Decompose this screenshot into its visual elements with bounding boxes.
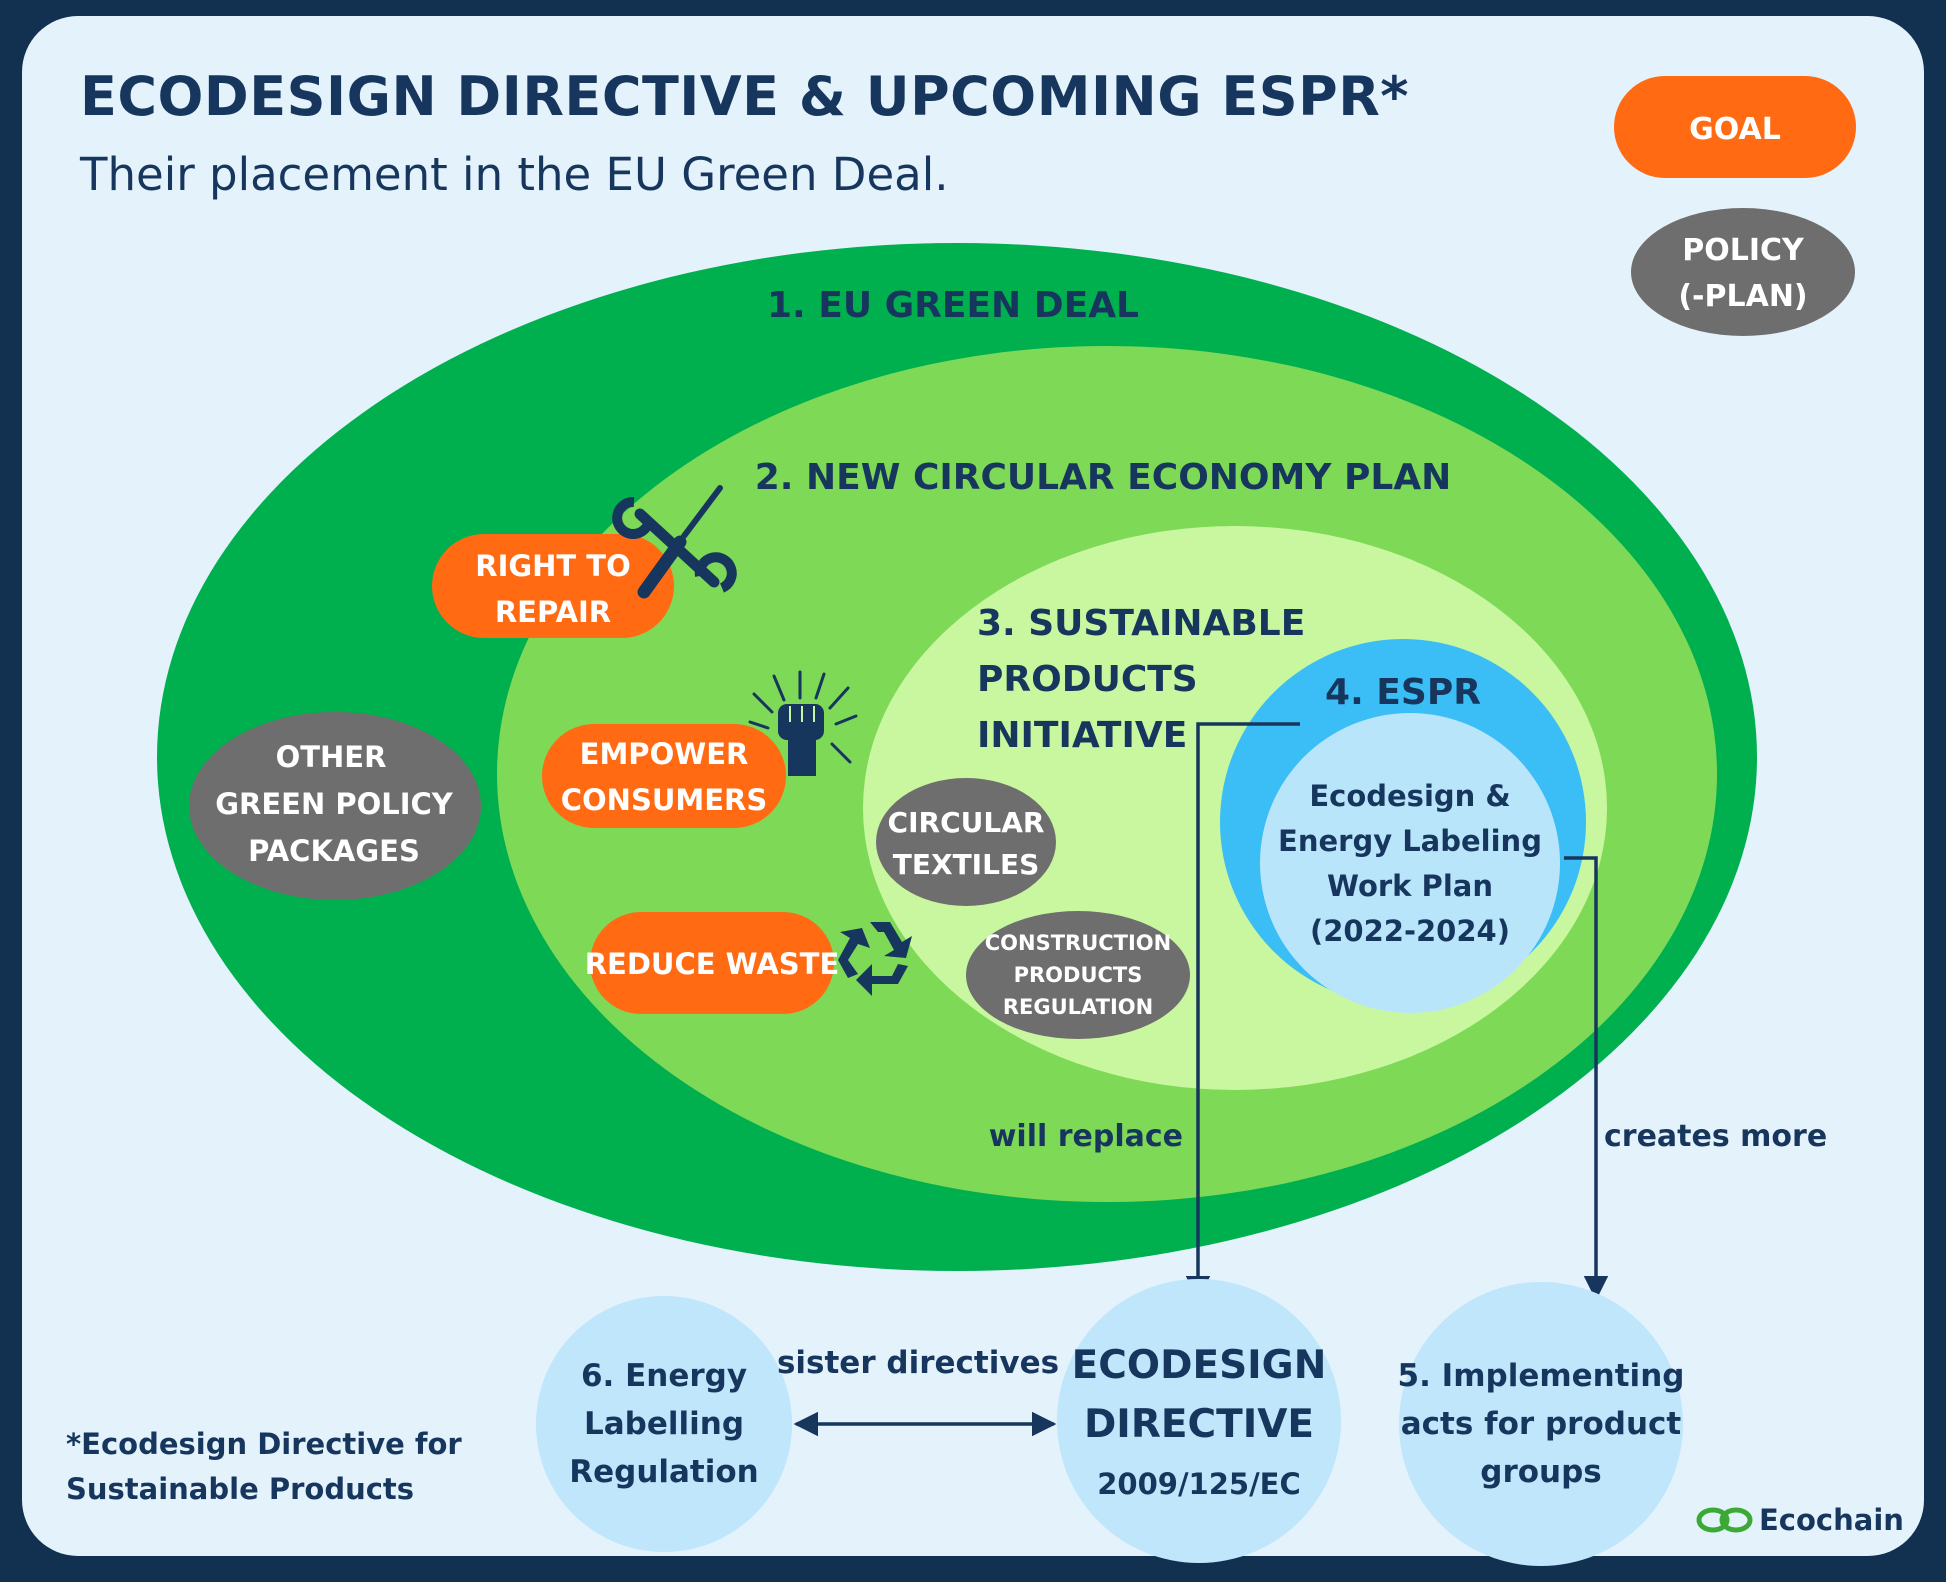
construction-line-2: PRODUCTS bbox=[1014, 963, 1143, 987]
legend-goal-label: GOAL bbox=[1689, 112, 1781, 147]
empower-line-2: CONSUMERS bbox=[561, 783, 768, 817]
energy-line-2: Labelling bbox=[584, 1406, 744, 1442]
recycle-icon bbox=[838, 922, 912, 996]
empower-consumers-goal: EMPOWER CONSUMERS bbox=[542, 724, 786, 828]
other-policy-line-3: PACKAGES bbox=[248, 834, 420, 868]
work-plan-line-2: Energy Labeling bbox=[1278, 824, 1542, 858]
spi-label-line-1: 3. SUSTAINABLE bbox=[977, 603, 1305, 644]
raised-fist-icon bbox=[748, 670, 858, 776]
work-plan-circle bbox=[1260, 713, 1560, 1013]
construction-line-1: CONSTRUCTION bbox=[985, 931, 1172, 955]
other-policy-line-2: GREEN POLICY bbox=[215, 787, 454, 821]
footnote-line-1: *Ecodesign Directive for bbox=[66, 1427, 462, 1461]
will-replace-label: will replace bbox=[989, 1119, 1183, 1154]
will-replace-arrow bbox=[1185, 722, 1300, 1301]
reduce-waste-goal: REDUCE WASTE bbox=[585, 912, 840, 1014]
footnote-line-2: Sustainable Products bbox=[66, 1472, 414, 1506]
other-green-policy-pill: OTHER GREEN POLICY PACKAGES bbox=[189, 712, 481, 900]
legend-policy-line-2: (-PLAN) bbox=[1678, 279, 1807, 314]
work-plan-line-3: Work Plan bbox=[1327, 869, 1493, 903]
work-plan-line-1: Ecodesign & bbox=[1309, 779, 1510, 813]
implementing-line-1: 5. Implementing bbox=[1398, 1358, 1685, 1394]
infinity-link-icon bbox=[1696, 1507, 1753, 1533]
spi-label-line-2: PRODUCTS bbox=[977, 659, 1198, 700]
right-to-repair-goal: RIGHT TO REPAIR bbox=[432, 534, 674, 638]
other-policy-line-1: OTHER bbox=[276, 740, 387, 774]
right-to-repair-line-2: REPAIR bbox=[495, 595, 611, 629]
energy-line-3: Regulation bbox=[569, 1454, 759, 1490]
ecochain-logo: Ecochain bbox=[1696, 1503, 1904, 1537]
espr-label: 4. ESPR bbox=[1325, 672, 1481, 713]
legend-policy-line-1: POLICY bbox=[1682, 233, 1805, 268]
empower-line-1: EMPOWER bbox=[580, 737, 749, 771]
textiles-line-1: CIRCULAR bbox=[888, 806, 1045, 839]
energy-line-1: 6. Energy bbox=[581, 1358, 747, 1394]
creates-more-label: creates more bbox=[1604, 1119, 1827, 1154]
legend-policy: POLICY (-PLAN) bbox=[1631, 208, 1855, 336]
page-subtitle: Their placement in the EU Green Deal. bbox=[79, 148, 949, 201]
sister-directives-label: sister directives bbox=[777, 1345, 1059, 1381]
ecodesign-directive-circle: ECODESIGN DIRECTIVE 2009/125/EC bbox=[1057, 1279, 1341, 1563]
implementing-acts-circle: 5. Implementing acts for product groups bbox=[1398, 1282, 1685, 1566]
ecodesign-line-3: 2009/125/EC bbox=[1097, 1467, 1301, 1501]
implementing-line-2: acts for product bbox=[1401, 1406, 1682, 1442]
creates-more-arrow bbox=[1564, 856, 1609, 1301]
reduce-waste-label: REDUCE WASTE bbox=[585, 947, 840, 981]
legend-goal: GOAL bbox=[1614, 76, 1856, 178]
implementing-line-3: groups bbox=[1480, 1454, 1602, 1490]
brand-name: Ecochain bbox=[1759, 1503, 1904, 1537]
page-title: ECODESIGN DIRECTIVE & UPCOMING ESPR* bbox=[80, 65, 1409, 128]
spi-label-line-3: INITIATIVE bbox=[977, 715, 1187, 756]
circular-textiles-pill: CIRCULAR TEXTILES bbox=[876, 778, 1056, 906]
ecodesign-line-2: DIRECTIVE bbox=[1084, 1402, 1314, 1447]
textiles-line-2: TEXTILES bbox=[893, 848, 1039, 881]
eu-green-deal-label: 1. EU GREEN DEAL bbox=[767, 285, 1139, 326]
right-to-repair-line-1: RIGHT TO bbox=[475, 549, 631, 583]
energy-labelling-regulation-circle: 6. Energy Labelling Regulation bbox=[536, 1296, 792, 1552]
wrench-screwdriver-icon bbox=[612, 485, 737, 599]
circular-economy-label: 2. NEW CIRCULAR ECONOMY PLAN bbox=[755, 457, 1452, 498]
construction-line-3: REGULATION bbox=[1003, 995, 1153, 1019]
construction-products-pill: CONSTRUCTION PRODUCTS REGULATION bbox=[966, 911, 1190, 1039]
ecodesign-line-1: ECODESIGN bbox=[1072, 1343, 1327, 1388]
work-plan-line-4: (2022-2024) bbox=[1310, 914, 1510, 948]
